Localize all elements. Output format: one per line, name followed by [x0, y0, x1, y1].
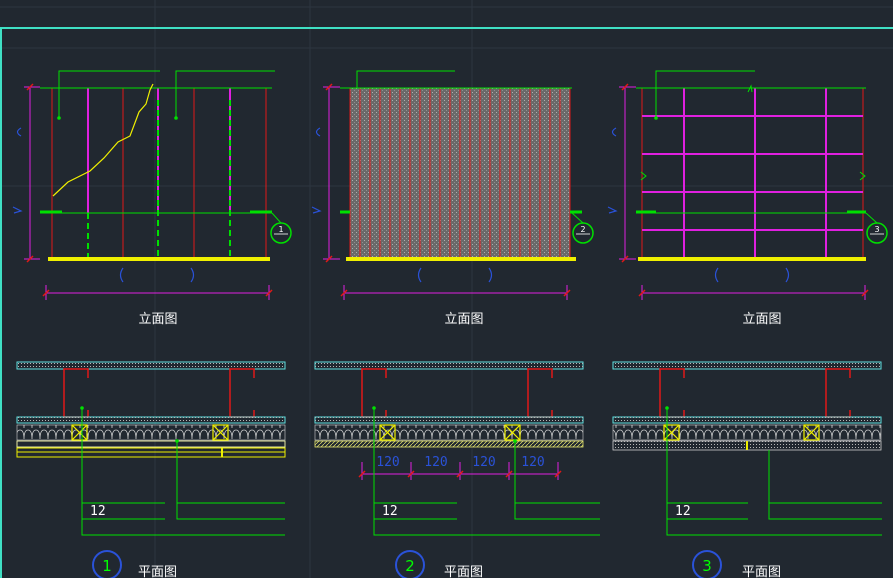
- plan-2-thickness-label: 12: [382, 504, 398, 519]
- drawing-frame: [0, 27, 893, 578]
- plan-2-marker-label: 2: [405, 557, 415, 575]
- plan-1-thickness-label: 12: [90, 504, 106, 519]
- elevation-2-marker-label: 2: [580, 225, 585, 234]
- plan-2: 120 120 120 120 12 2 平面图: [314, 361, 600, 578]
- plan-1: 12 1 平面图: [16, 361, 286, 578]
- elevation-2: 2 立面图: [311, 70, 594, 327]
- elevation-3-marker-label: 3: [874, 225, 879, 234]
- plan-2-spacing-4: 120: [521, 455, 544, 470]
- plan-1-caption: 平面图: [138, 565, 177, 578]
- plan-3-thickness-label: 12: [675, 504, 691, 519]
- elevation-1-marker-label: 1: [278, 225, 283, 234]
- plan-3-caption: 平面图: [742, 565, 781, 578]
- plan-2-spacing-1: 120: [376, 455, 399, 470]
- plan-2-spacing-3: 120: [472, 455, 495, 470]
- plan-3: 12 3 平面图: [612, 361, 882, 578]
- plan-1-marker-label: 1: [102, 557, 112, 575]
- elevation-1: 1 立面图: [12, 70, 292, 327]
- plan-1-marker[interactable]: [92, 550, 122, 578]
- plan-2-caption: 平面图: [444, 565, 483, 578]
- plan-3-marker[interactable]: [692, 550, 722, 578]
- plan-2-marker[interactable]: [395, 550, 425, 578]
- elevation-3-caption: 立面图: [742, 312, 781, 327]
- elevation-3: 3 立面图: [607, 70, 888, 327]
- plan-3-marker-label: 3: [702, 557, 712, 575]
- plan-2-spacing-2: 120: [424, 455, 447, 470]
- elevation-2-caption: 立面图: [444, 312, 483, 327]
- elevation-1-caption: 立面图: [138, 312, 177, 327]
